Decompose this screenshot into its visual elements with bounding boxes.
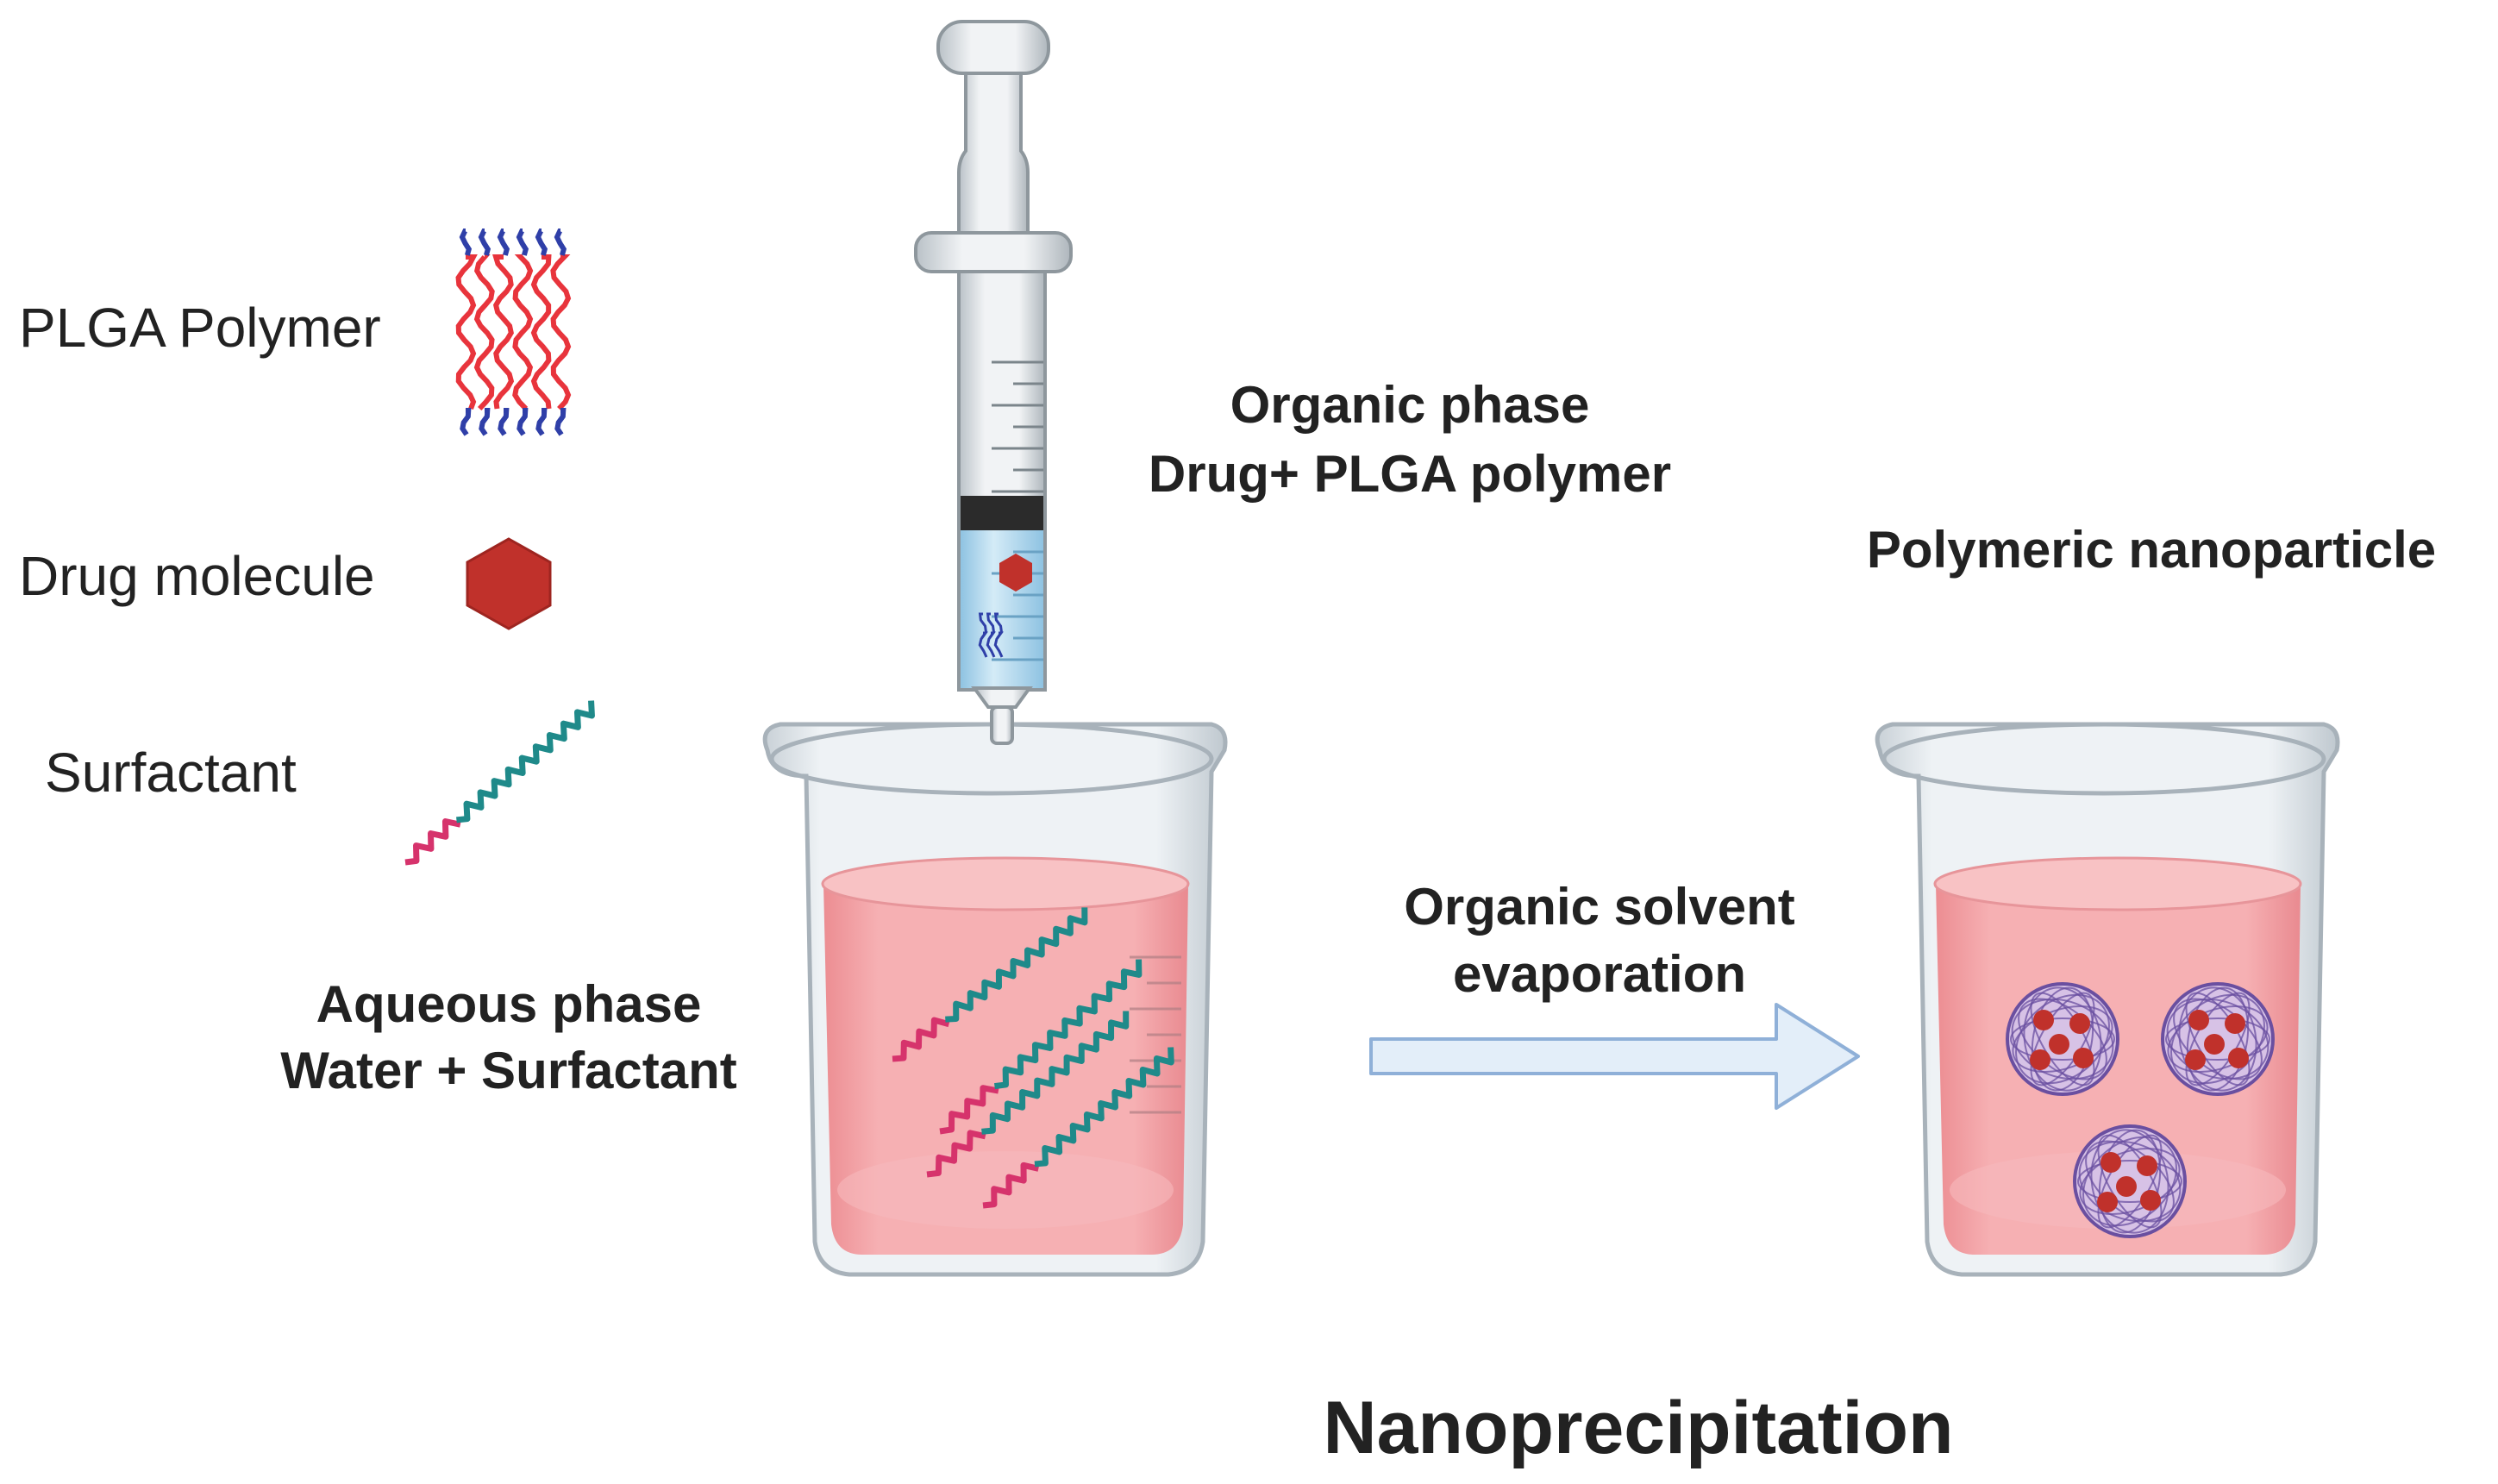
diagram-title: Nanoprecipitation — [1323, 1387, 1953, 1469]
organic-phase-label: Organic phase — [1230, 376, 1590, 434]
beaker-surfactants — [892, 907, 1174, 1209]
organic-phase-sublabel: Drug+ PLGA polymer — [1149, 445, 1671, 503]
aqueous-phase-label: Aqueous phase — [316, 975, 702, 1033]
measure-marks — [1130, 955, 1181, 1114]
left-beaker — [762, 722, 1228, 1277]
legend: PLGA Polymer Drug molecule Surfactant — [19, 229, 595, 866]
plga-polymer-icon — [455, 229, 572, 436]
process-arrow — [1369, 1003, 1860, 1110]
syringe-polymer-icon — [978, 612, 1004, 658]
nanoparticle — [2161, 982, 2275, 1096]
nanoparticles — [2006, 982, 2275, 1238]
surfactant-icon — [404, 700, 595, 866]
nanoparticle-label: Polymeric nanoparticle — [1867, 521, 2436, 579]
nanoparticle — [2006, 982, 2119, 1096]
drug-molecule-icon — [466, 537, 552, 630]
legend-plga-label: PLGA Polymer — [19, 297, 381, 359]
nanoparticle — [2073, 1124, 2187, 1238]
legend-surfactant-label: Surfactant — [45, 742, 297, 804]
syringe-drug-icon — [999, 554, 1032, 592]
aqueous-phase-sublabel: Water + Surfactant — [280, 1042, 737, 1099]
legend-drug-label: Drug molecule — [19, 545, 375, 607]
evaporation-sublabel: evaporation — [1453, 945, 1746, 1003]
right-beaker — [1875, 722, 2340, 1277]
syringe — [914, 20, 1073, 745]
evaporation-label: Organic solvent — [1404, 878, 1794, 936]
